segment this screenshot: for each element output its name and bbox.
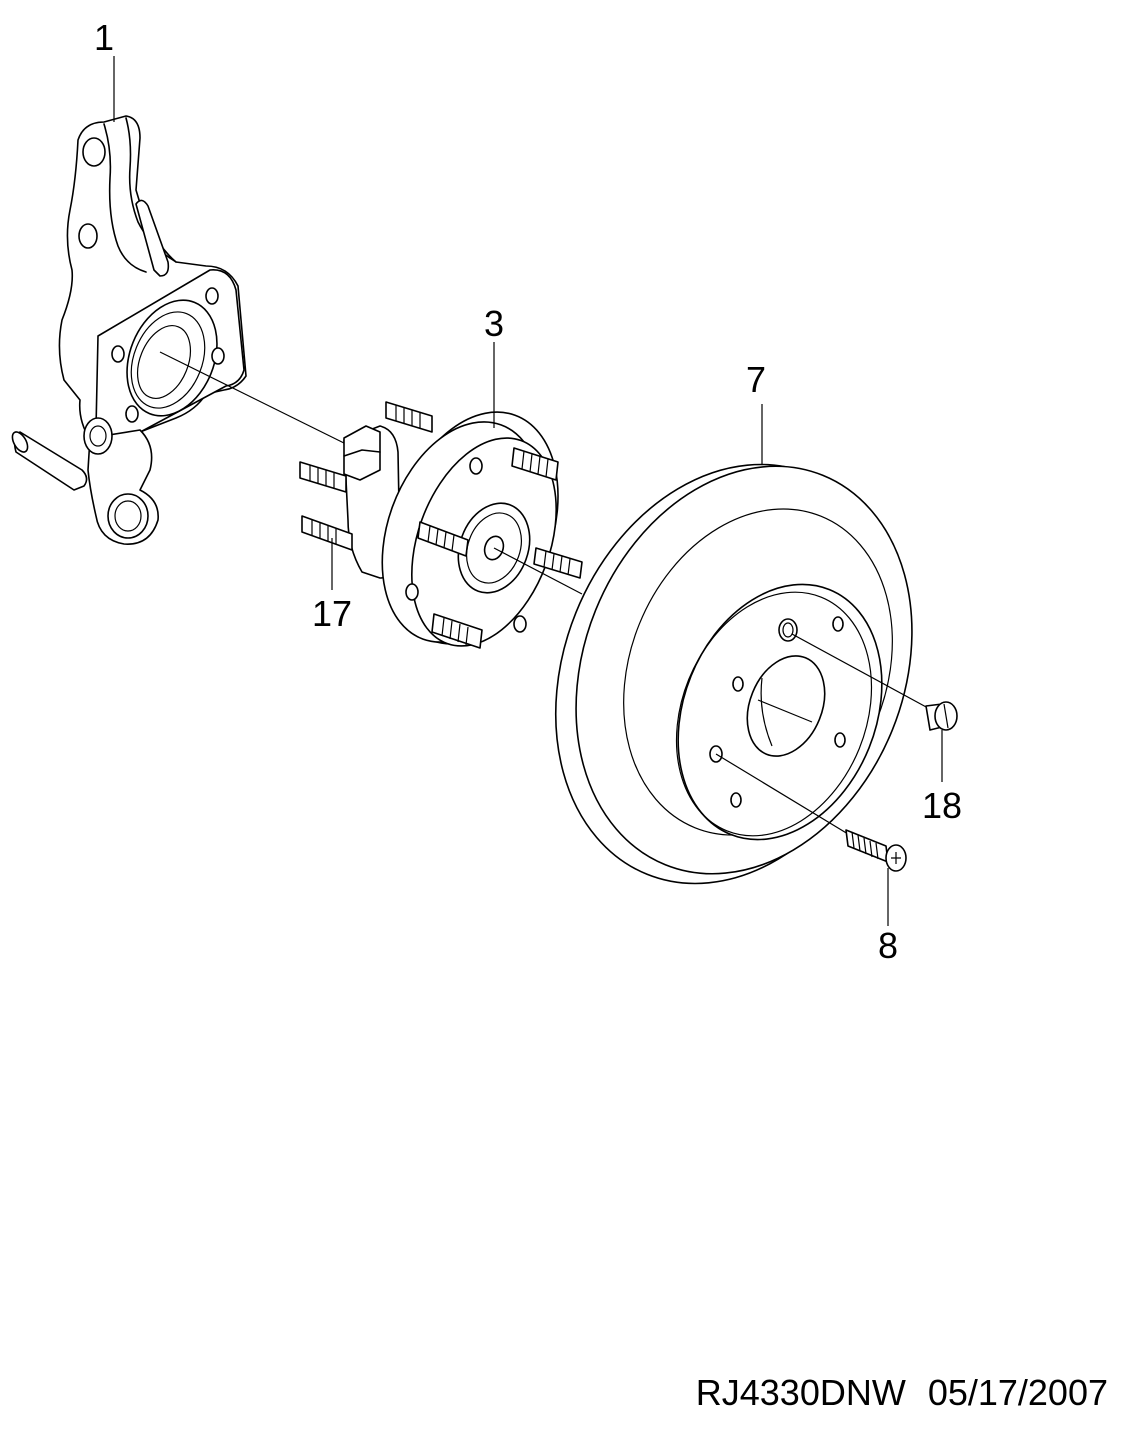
axis-line-1 xyxy=(159,351,351,447)
axis-line-3 xyxy=(791,633,929,709)
drawing-footer: RJ4330DNW 05/17/2007 xyxy=(696,1372,1108,1414)
callout-3: 3 xyxy=(484,303,504,344)
drawing-date: 05/17/2007 xyxy=(927,1372,1108,1413)
callout-7: 7 xyxy=(746,359,766,400)
drawing-code: RJ4330DNW xyxy=(695,1372,906,1413)
brake-disc-part xyxy=(554,463,913,885)
axis-line-4 xyxy=(715,753,849,835)
steering-knuckle-part xyxy=(11,115,247,545)
callout-8: 8 xyxy=(878,925,898,966)
callout-18: 18 xyxy=(922,785,962,826)
axis-line-2 xyxy=(493,547,583,595)
screw-part xyxy=(845,829,907,872)
callout-17: 17 xyxy=(312,593,352,634)
plug-part xyxy=(925,701,958,731)
callout-1: 1 xyxy=(94,17,114,58)
